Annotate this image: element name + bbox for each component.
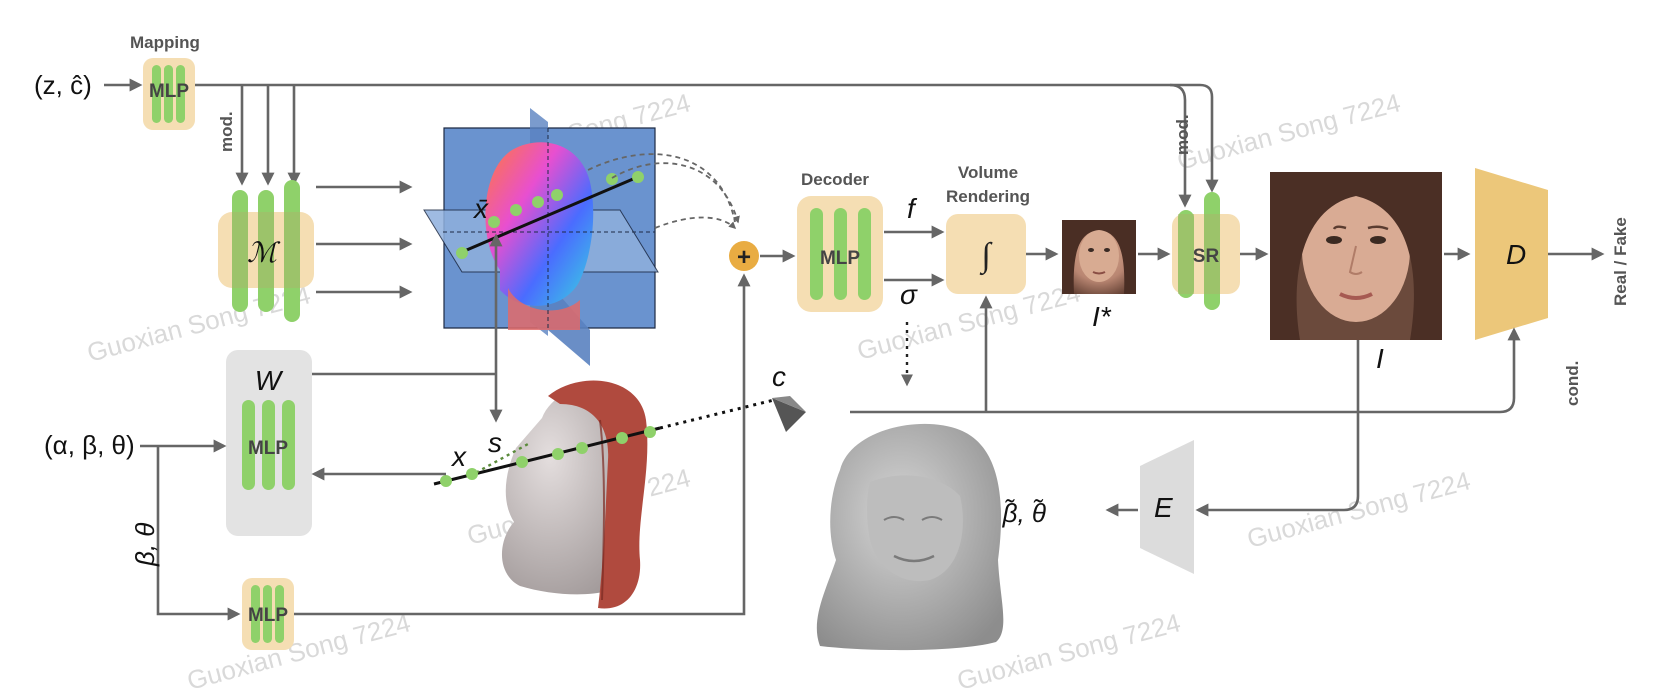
decoder-mlp-label: MLP: [820, 248, 860, 269]
w-mlp-block: W MLP: [226, 350, 312, 536]
x-bar-label: x̄: [472, 193, 489, 224]
sample-point: [644, 426, 656, 438]
w-mlp-label: MLP: [248, 438, 288, 459]
bottom-mlp-block: MLP: [242, 578, 294, 650]
sample-point: [552, 448, 564, 460]
arrow-feature-2: [587, 153, 736, 223]
f-label: f: [907, 193, 918, 224]
beta-theta-tilde-label: β̃, θ̃: [1002, 498, 1046, 528]
decoder-mlp-block: MLP: [797, 196, 883, 312]
mapping-mlp-block: MLP: [143, 58, 195, 130]
sample-point: [616, 432, 628, 444]
c-label: c: [772, 361, 786, 392]
sample-point: [576, 442, 588, 454]
s-label: s: [488, 427, 502, 458]
geometry-mesh: [816, 423, 1004, 651]
sr-label: SR: [1193, 246, 1220, 267]
arrow-mapping-to-sr: [195, 83, 1219, 193]
high-res-face-image: [1270, 172, 1442, 340]
mapping-label: Mapping: [130, 33, 200, 52]
i-label: I: [1376, 343, 1384, 374]
arrow-camera-cond-to-d: [850, 327, 1521, 414]
w-title: W: [255, 365, 284, 396]
x-label: x: [450, 441, 467, 472]
arrow-params-to-bottom-mlp: [156, 446, 241, 621]
manifold-block: ℳ: [218, 180, 314, 322]
discriminator-label: D: [1506, 239, 1526, 270]
volume-rendering-block: ∫: [946, 214, 1026, 294]
i-star-label: I*: [1092, 301, 1112, 332]
arrow-bottom-mlp-to-plus: [294, 273, 751, 616]
watermark: Guoxian Song 7224: [1174, 87, 1404, 175]
mod-label-left: mod.: [217, 111, 236, 152]
low-res-face-image: [1062, 220, 1136, 294]
decoder-label: Decoder: [801, 170, 869, 189]
manifold-label: ℳ: [247, 237, 281, 268]
plus-label: +: [737, 244, 751, 271]
arrow-mapping-to-sr-mod: [1169, 83, 1192, 208]
mapping-mlp-label: MLP: [149, 81, 189, 102]
sample-point: [440, 475, 452, 487]
template-head-mesh: [501, 380, 648, 609]
sample-point: [516, 456, 528, 468]
beta-theta-label: β, θ: [130, 523, 160, 567]
watermark: Guoxian Song 7224: [184, 607, 414, 695]
encoder-block: E: [1140, 440, 1194, 574]
encoder-label: E: [1154, 492, 1173, 523]
camera-icon: [772, 396, 806, 432]
discriminator-block: D: [1475, 168, 1548, 340]
cond-label: cond.: [1563, 361, 1582, 406]
sum-node: +: [729, 241, 759, 271]
sr-block: SR: [1172, 192, 1240, 310]
triplane-volume: x̄: [423, 108, 659, 366]
arrow-image-to-encoder: [1195, 340, 1360, 517]
input-z-c: (z, ĉ): [34, 70, 92, 100]
arrow-feature-3: [654, 216, 737, 229]
volume-rendering-label-1: Volume: [958, 163, 1018, 182]
input-alpha-beta-theta: (α, β, θ): [44, 430, 135, 460]
ray-dotted: [659, 398, 775, 430]
sample-point: [466, 468, 478, 480]
integral-label: ∫: [979, 237, 993, 276]
volume-rendering-label-2: Rendering: [946, 187, 1030, 206]
real-fake-label: Real / Fake: [1611, 217, 1630, 306]
mod-label-right: mod.: [1173, 114, 1192, 155]
sigma-label: σ: [900, 279, 918, 310]
bottom-mlp-label: MLP: [248, 605, 288, 626]
